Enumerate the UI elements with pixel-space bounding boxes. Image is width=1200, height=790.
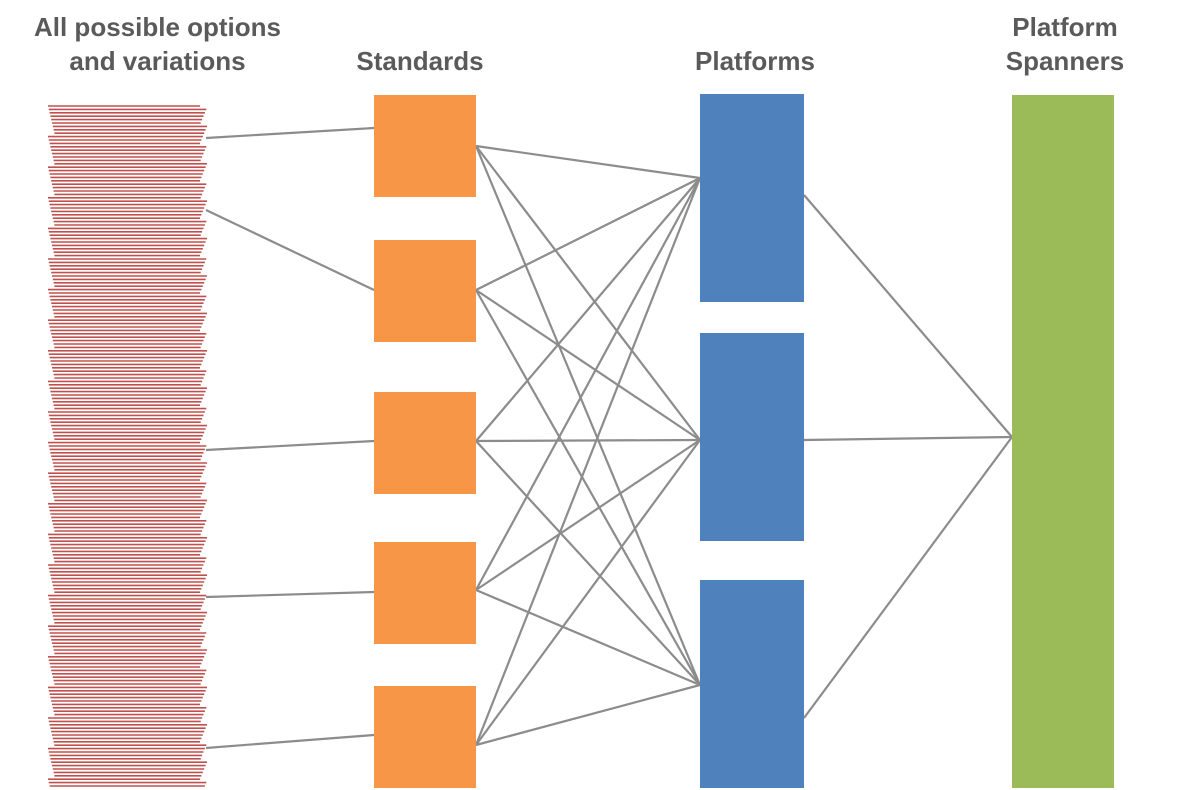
- connector-line: [475, 177, 701, 591]
- connector-lines: [205, 126, 1013, 750]
- connector-line: [474, 177, 702, 746]
- platform-box: [700, 333, 804, 541]
- standard-box: [374, 542, 476, 644]
- platforms-heading: Platforms: [695, 46, 815, 76]
- connector-line: [475, 439, 701, 746]
- connector-line: [475, 588, 701, 687]
- platform-spanner-bar: [1012, 95, 1114, 788]
- connector-line: [475, 144, 701, 180]
- connector-line: [803, 436, 1013, 719]
- connector-line: [475, 683, 701, 747]
- platforms-column: [700, 94, 804, 788]
- connector-line: [205, 590, 375, 599]
- standard-box: [374, 240, 476, 342]
- options-heading: All possible options and variations: [33, 12, 281, 76]
- connector-line: [803, 435, 1013, 442]
- spanners-column: [1012, 95, 1114, 788]
- connector-line: [205, 733, 375, 750]
- connector-line: [475, 289, 701, 441]
- standard-box: [374, 392, 476, 494]
- platform-box: [700, 580, 804, 788]
- standard-box: [374, 95, 476, 197]
- standard-box: [374, 686, 476, 788]
- connector-line: [803, 194, 1013, 438]
- connector-line: [475, 145, 701, 441]
- platform-box: [700, 94, 804, 302]
- connector-line: [475, 440, 701, 686]
- connector-line: [205, 126, 375, 140]
- connector-line: [475, 439, 701, 591]
- connector-line: [205, 209, 375, 291]
- standards-column: [374, 95, 476, 788]
- connector-line: [475, 177, 701, 442]
- connector-line: [475, 438, 701, 443]
- standards-heading: Standards: [356, 46, 484, 76]
- options-column: [48, 105, 207, 787]
- connector-line: [475, 177, 701, 291]
- connector-line: [205, 439, 375, 452]
- connector-line: [475, 289, 701, 686]
- connector-line: [474, 145, 702, 686]
- platform-spanners-heading: Platform Spanners: [1005, 12, 1125, 76]
